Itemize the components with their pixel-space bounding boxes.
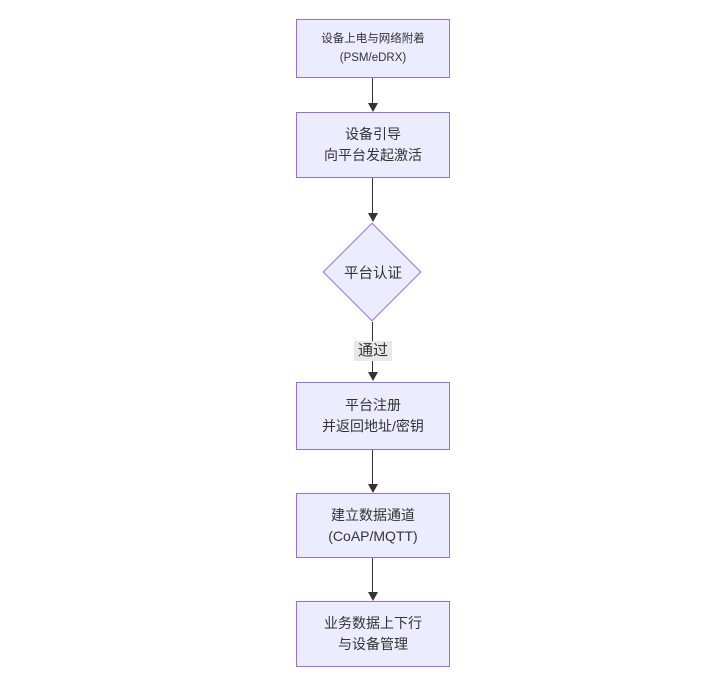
node-label-line: 向平台发起激活 [324,147,422,163]
node-label-line: 设备上电与网络附着 [321,32,425,45]
arrow-line [372,558,373,593]
arrow-line [372,450,373,485]
node-platform-register: 平台注册 并返回地址/密钥 [296,382,450,450]
node-label-line: 并返回地址/密钥 [322,418,424,434]
arrow-line [372,178,373,214]
node-device-bootstrap: 设备引导 向平台发起激活 [296,112,450,178]
decision-platform-auth: 平台认证 [323,222,423,323]
arrow-line [372,78,373,104]
node-label-line: 建立数据通道 [331,506,415,523]
node-business-data-management: 业务数据上下行 与设备管理 [296,601,450,667]
node-label-line: 设备引导 [345,126,401,142]
arrowhead-down-icon [368,592,378,601]
node-power-on-network-attach: 设备上电与网络附着 (PSM/eDRX) [296,19,450,78]
node-label-line: 业务数据上下行 [324,615,422,631]
arrowhead-down-icon [368,213,378,222]
arrowhead-down-icon [368,103,378,112]
node-label-line: (PSM/eDRX) [339,51,407,64]
node-label-line: 与设备管理 [338,636,408,652]
arrowhead-down-icon [368,484,378,493]
arrowhead-down-icon [368,372,378,381]
node-label-line: (CoAP/MQTT) [328,527,418,544]
node-label-line: 平台认证 [344,266,402,282]
node-data-channel: 建立数据通道 (CoAP/MQTT) [296,493,450,558]
node-label-line: 平台注册 [345,397,401,413]
edge-label-pass: 通过 [353,341,393,361]
